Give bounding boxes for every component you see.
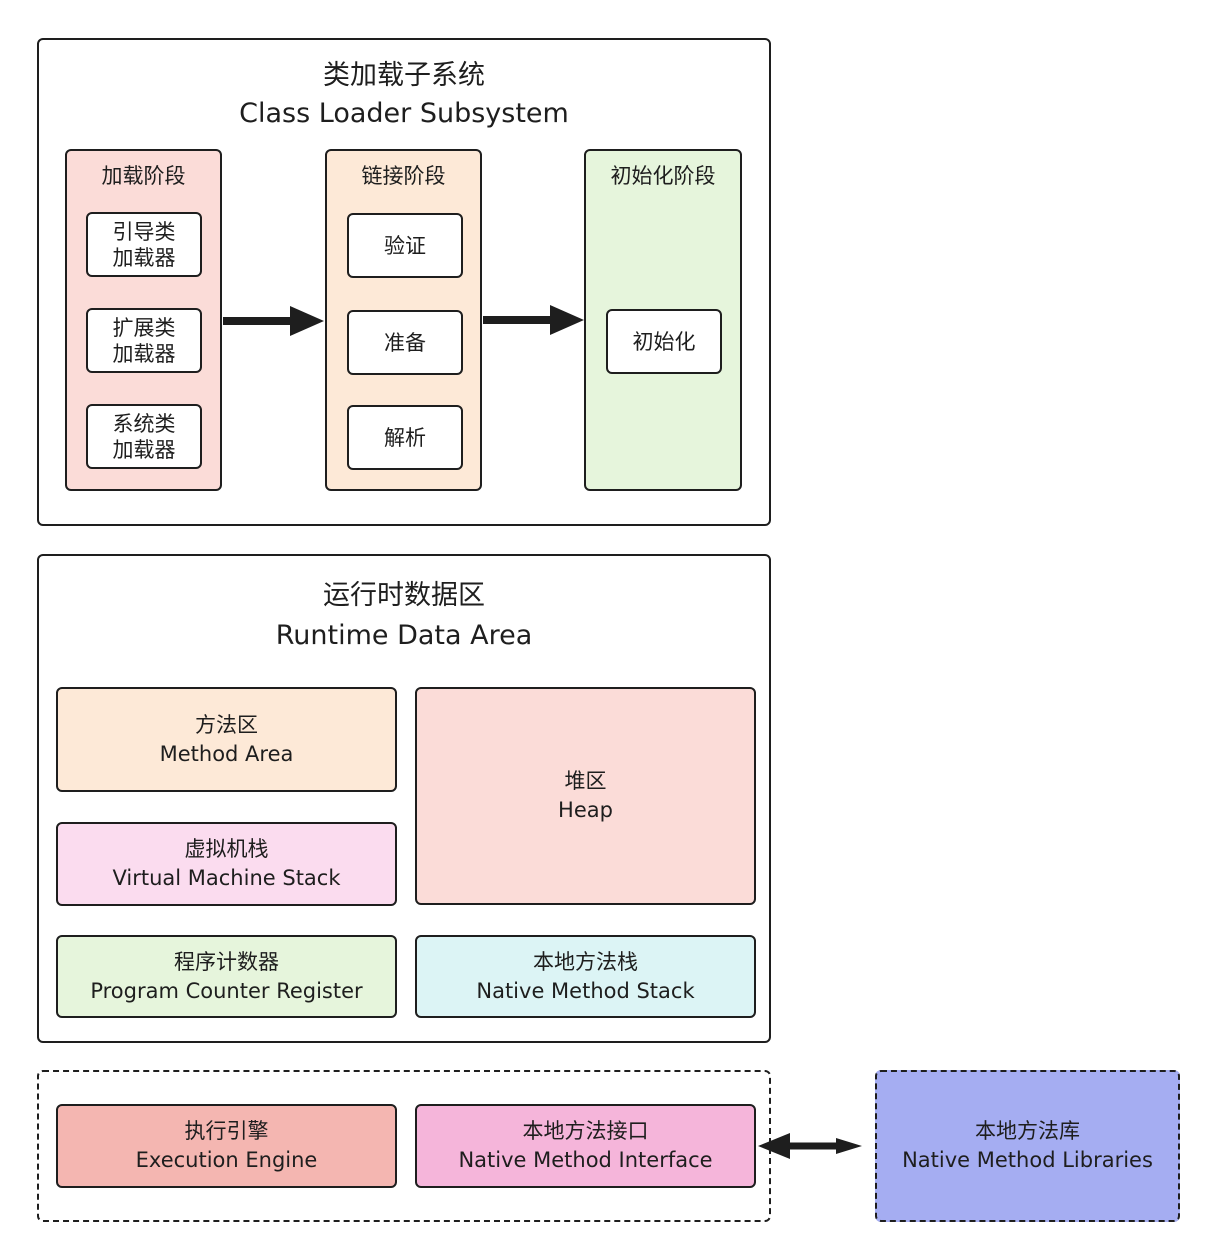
native-method-libraries-box: 本地方法库 Native Method Libraries [875,1070,1180,1222]
initialization-box: 初始化 [606,309,722,374]
preparation-box: 准备 [347,310,463,375]
resolution-label: 解析 [384,425,426,450]
verification-box: 验证 [347,213,463,278]
system-class-loader-line1: 系统类 [112,411,176,436]
system-class-loader: 系统类 加载器 [86,404,202,469]
native-method-stack-en: Native Method Stack [476,978,695,1003]
class-loader-title-en: Class Loader Subsystem [239,98,569,129]
loading-stage: 加载阶段 引导类 加载器 扩展类 加载器 系统类 加载器 [65,149,222,491]
runtime-title-cn: 运行时数据区 [323,580,485,611]
execution-engine-en: Execution Engine [135,1148,318,1172]
vm-stack-box: 虚拟机栈 Virtual Machine Stack [56,822,397,906]
execution-engine-box: 执行引擎 Execution Engine [56,1104,397,1188]
resolution-box: 解析 [347,405,463,470]
runtime-title-en: Runtime Data Area [275,620,533,651]
verification-label: 验证 [384,233,426,258]
bootstrap-class-loader-line2: 加载器 [112,245,176,270]
extension-class-loader: 扩展类 加载器 [86,308,202,373]
heap-cn: 堆区 [564,769,607,793]
loading-to-linking-arrow [223,306,324,336]
vm-stack-en: Virtual Machine Stack [112,866,341,890]
extension-class-loader-line2: 加载器 [112,341,176,366]
vm-stack-cn: 虚拟机栈 [184,837,269,861]
linking-stage-title: 链接阶段 [361,164,446,188]
heap-box: 堆区 Heap [415,687,756,905]
linking-stage: 链接阶段 验证 准备 解析 [325,149,482,491]
native-method-interface-cn: 本地方法接口 [522,1119,649,1143]
method-area-box: 方法区 Method Area [56,687,397,792]
native-method-libraries-en: Native Method Libraries [902,1148,1153,1172]
bootstrap-class-loader-line1: 引导类 [112,219,176,244]
loading-stage-title: 加载阶段 [101,164,186,188]
pc-register-en: Program Counter Register [90,978,363,1003]
class-loader-title-cn: 类加载子系统 [323,60,485,91]
native-method-stack-cn: 本地方法栈 [533,949,638,974]
pc-register-box: 程序计数器 Program Counter Register [56,935,397,1018]
pc-register-cn: 程序计数器 [174,949,279,974]
native-method-interface-en: Native Method Interface [458,1148,713,1172]
execution-engine-cn: 执行引擎 [184,1119,269,1143]
linking-to-init-arrow [483,305,584,335]
heap-en: Heap [558,798,613,822]
native-method-stack-box: 本地方法栈 Native Method Stack [415,935,756,1018]
extension-class-loader-line1: 扩展类 [112,315,176,340]
preparation-label: 准备 [384,330,426,355]
system-class-loader-line2: 加载器 [112,437,176,462]
initialization-label: 初始化 [632,329,696,354]
native-method-interface-box: 本地方法接口 Native Method Interface [415,1104,756,1188]
bootstrap-class-loader: 引导类 加载器 [86,212,202,277]
native-method-libraries-cn: 本地方法库 [975,1119,1080,1143]
method-area-en: Method Area [159,741,294,766]
method-area-cn: 方法区 [195,712,258,737]
initialization-stage: 初始化阶段 初始化 [584,149,742,491]
initialization-stage-title: 初始化阶段 [610,164,716,188]
interface-libraries-double-arrow [758,1133,862,1159]
